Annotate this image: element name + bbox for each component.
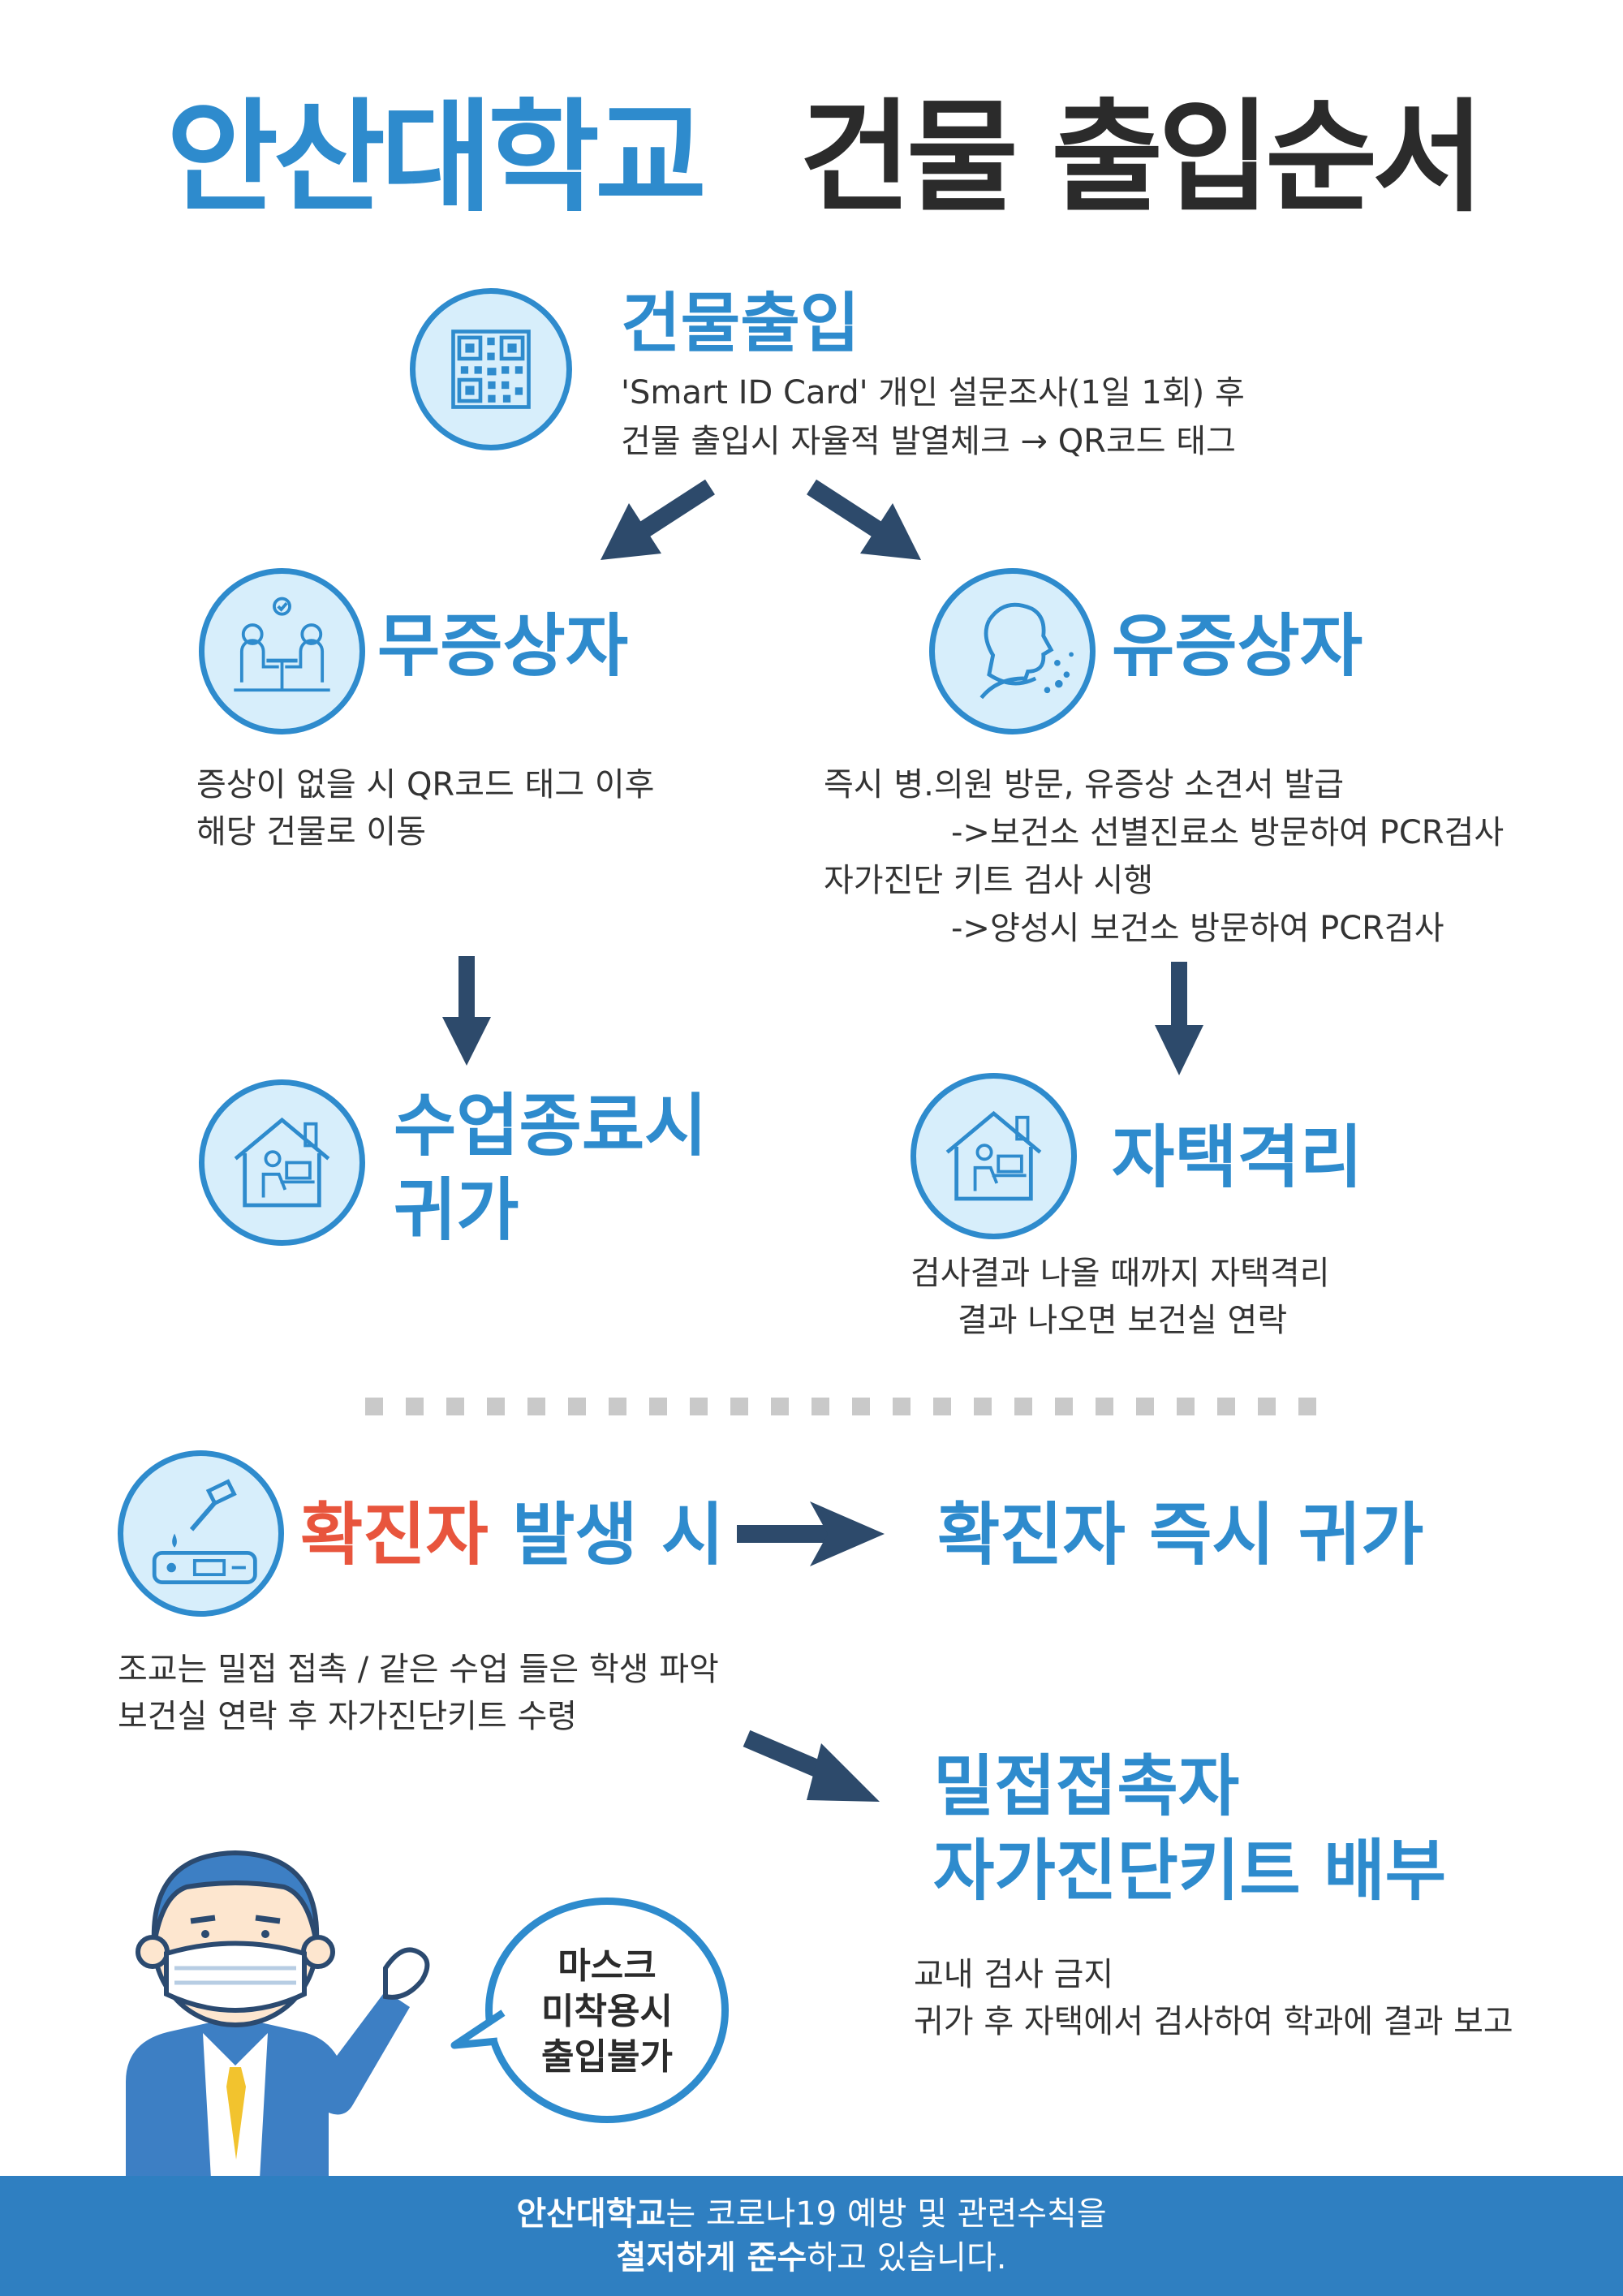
title-main: 건물 출입순서 [799, 88, 1484, 229]
confirmed-heading: 확진자 발생 시 [300, 1497, 724, 1572]
arrow-down-icon [442, 956, 491, 1066]
home-work-icon [911, 1073, 1077, 1239]
bubble-line-1: 마스크 [558, 1945, 657, 1987]
close-contact-body-1: 교내 검사 금지 [914, 1956, 1114, 1993]
arrow-down-left-icon [601, 479, 715, 560]
masked-man-illustration [126, 1850, 430, 2179]
entry-line-1: 'Smart ID Card' 개인 설문조사(1일 1회) 후 [621, 374, 1245, 411]
footer-banner: 안산대학교는 코로나19 예방 및 관련수칙을 철저하게 준수하고 있습니다. [0, 2176, 1623, 2296]
asymptomatic-heading: 무증상자 [377, 606, 629, 686]
footer-bold-1: 안산대학교 [516, 2195, 666, 2233]
arrow-down-icon [1155, 962, 1203, 1075]
quarantine-heading: 자택격리 [1112, 1118, 1363, 1197]
arrow-down-right-icon [807, 479, 921, 560]
home-work-icon [199, 1079, 365, 1246]
close-contact-body-2: 귀가 후 자택에서 검사하여 학과에 결과 보고 [914, 2003, 1513, 2040]
bubble-line-2: 미착용시 [541, 1991, 673, 2032]
entry-line-2: 건물 출입시 자율적 발열체크 → QR코드 태그 [621, 423, 1236, 460]
entry-heading: 건물출입 [621, 286, 860, 361]
qr-code-icon [410, 288, 572, 450]
section-divider [365, 1398, 1323, 1415]
confirmed-blue-text: 발생 시 [488, 1495, 725, 1574]
symptomatic-line-2: ->보건소 선별진료소 방문하여 PCR검사 [951, 814, 1505, 851]
footer-line-2: 철저하게 준수하고 있습니다. [0, 2236, 1623, 2280]
quarantine-line-2: 결과 나오면 보건실 연락 [958, 1302, 1288, 1339]
bubble-line-3: 출입불가 [541, 2036, 673, 2078]
footer-line-1: 안산대학교는 코로나19 예방 및 관련수칙을 [0, 2192, 1623, 2236]
confirmed-result: 확진자 즉시 귀가 [937, 1495, 1424, 1574]
warning-speech-bubble: 마스크 미착용시 출입불가 [485, 1898, 729, 2123]
symptomatic-line-3: 자가진단 키트 검사 시행 [824, 862, 1154, 899]
footer-text-2: 하고 있습니다. [807, 2239, 1007, 2277]
confirmed-red-text: 확진자 [300, 1495, 489, 1574]
meeting-people-icon [199, 568, 365, 734]
footer-text-1: 는 코로나19 예방 및 관련수칙을 [665, 2195, 1107, 2233]
bubble-tail [450, 2010, 506, 2049]
symptomatic-heading: 유증상자 [1112, 606, 1363, 686]
close-contact-line-2: 자가진단키트 배부 [933, 1833, 1447, 1910]
go-home-line-2: 귀가 [394, 1170, 519, 1250]
symptomatic-line-1: 즉시 병.의원 방문, 유증상 소견서 발급 [824, 766, 1345, 803]
close-contact-line-1: 밀접접촉자 [933, 1748, 1240, 1825]
title-school: 안산대학교 [166, 88, 707, 229]
go-home-line-1: 수업종료시 [394, 1086, 708, 1165]
confirmed-line-2: 보건실 연락 후 자가진단키트 수령 [118, 1698, 578, 1735]
footer-bold-2: 철저하게 준수 [616, 2239, 807, 2277]
asymptomatic-line-2: 해당 건물로 이동 [196, 813, 427, 851]
arrow-right-icon [737, 1501, 885, 1566]
quarantine-line-1: 검사결과 나올 때까지 자택격리 [911, 1255, 1330, 1292]
asymptomatic-line-1: 증상이 없을 시 QR코드 태그 이후 [196, 766, 655, 803]
confirmed-line-1: 조교는 밀접 접촉 / 같은 수업 들은 학생 파악 [118, 1651, 719, 1688]
symptomatic-line-4: ->양성시 보건소 방문하여 PCR검사 [951, 910, 1444, 947]
coughing-person-icon [929, 568, 1096, 734]
arrow-down-right-icon [743, 1730, 880, 1802]
test-kit-icon [118, 1450, 284, 1617]
